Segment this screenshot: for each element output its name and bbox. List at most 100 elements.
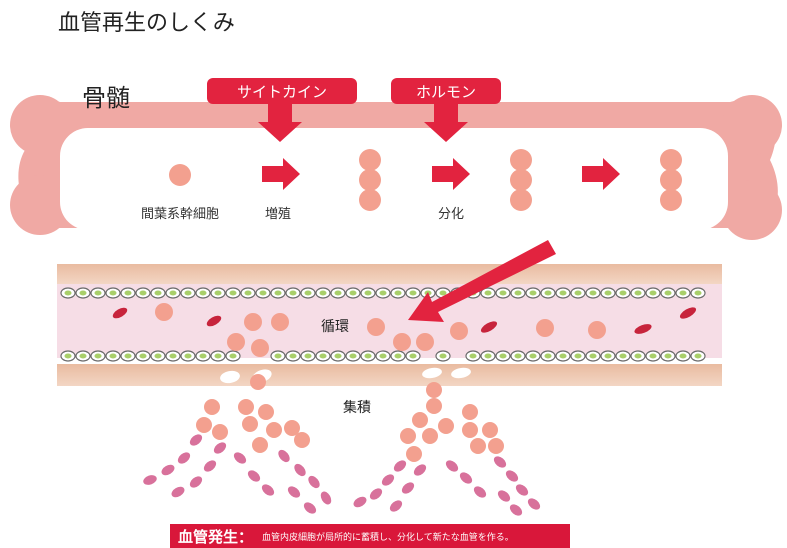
endothelial-nucleus (94, 290, 102, 296)
footer-description: 血管内皮細胞が局所的に蓄積し、分化して新たな血管を作る。 (262, 531, 514, 543)
sprout-cell (445, 460, 459, 472)
msc-label: 間葉系幹細胞 (141, 206, 219, 222)
accumulation-label: 集積 (343, 399, 371, 416)
sprout-cell (389, 500, 403, 512)
accumulated-cell (400, 428, 416, 444)
sprout-cell (473, 486, 487, 498)
endothelial-nucleus (634, 290, 642, 296)
sprout-cell (233, 452, 247, 464)
endothelial-nucleus (499, 290, 507, 296)
endothelial-nucleus (559, 290, 567, 296)
cytokine-arrow-down-icon (258, 104, 302, 142)
endothelial-nucleus (139, 290, 147, 296)
endothelial-nucleus (319, 290, 327, 296)
endothelial-nucleus (169, 290, 177, 296)
endothelial-nucleus (124, 290, 132, 296)
sprout-cell (189, 476, 203, 488)
sprout-cell (261, 484, 275, 496)
endothelial-nucleus (394, 353, 402, 359)
endothelial-nucleus (604, 353, 612, 359)
endothelial-nucleus (199, 290, 207, 296)
endothelial-nucleus (109, 290, 117, 296)
endothelial-nucleus (79, 353, 87, 359)
vessel-sprouts (143, 367, 541, 516)
sprout-cell (401, 482, 415, 494)
circulating-cells (155, 303, 606, 357)
cytokine-label: サイトカイン (237, 83, 327, 101)
endothelial-nucleus (259, 290, 267, 296)
sprout-cell (505, 470, 519, 482)
sprout-cell (308, 475, 320, 489)
hormone-arrow-down-icon (424, 104, 468, 142)
page-title: 血管再生のしくみ (58, 11, 235, 36)
circulation-label: 循環 (321, 319, 349, 335)
endothelial-nucleus (694, 353, 702, 359)
endothelial-nucleus (649, 290, 657, 296)
endothelial-nucleus (574, 290, 582, 296)
sprout-cell (493, 456, 507, 468)
sprout-cell (393, 460, 407, 472)
sprout-cell (189, 434, 203, 446)
endothelial-nucleus (499, 353, 507, 359)
accumulated-cell (252, 437, 268, 453)
sprout-cell (247, 470, 261, 482)
endothelial-nucleus (214, 353, 222, 359)
endothelial-nucleus (214, 290, 222, 296)
sprout-cell (213, 442, 227, 454)
sprout-cell (515, 484, 529, 496)
red-blood-cells (112, 307, 697, 334)
endothelial-nucleus (604, 290, 612, 296)
accumulated-cell (426, 382, 442, 398)
endothelial-nucleus (379, 353, 387, 359)
endothelial-nucleus (274, 353, 282, 359)
endothelial-nucleus (349, 290, 357, 296)
sprout-cell (509, 504, 523, 516)
endothelial-nucleus (169, 353, 177, 359)
arrow-right-icon (432, 158, 470, 190)
endothelial-nucleus (589, 353, 597, 359)
sprout-cell (413, 464, 427, 476)
sprout-cell (459, 472, 473, 484)
accumulated-cell (460, 386, 480, 398)
endothelial-nucleus (514, 290, 522, 296)
sprout-cell (287, 486, 301, 498)
endothelial-nucleus (619, 290, 627, 296)
accumulated-cell (258, 404, 274, 420)
sprout-cell (527, 498, 541, 510)
accumulated-cell (220, 370, 240, 384)
accumulated-cell (451, 367, 471, 379)
differentiated-cells (510, 149, 532, 211)
endothelial-nucleus (304, 290, 312, 296)
sprout-cell (303, 502, 317, 514)
endothelial-nucleus (229, 353, 237, 359)
endothelial-nucleus (109, 353, 117, 359)
accumulated-cell (438, 418, 454, 434)
endothelial-nucleus (439, 353, 447, 359)
endothelial-nucleus (154, 290, 162, 296)
endothelial-nucleus (229, 290, 237, 296)
accumulated-cell (266, 422, 282, 438)
endothelial-nucleus (124, 353, 132, 359)
endothelial-nucleus (139, 353, 147, 359)
endothelial-nucleus (94, 353, 102, 359)
endothelial-nucleus (544, 353, 552, 359)
blood-vessel (57, 264, 722, 386)
accumulated-cell (238, 399, 254, 415)
endothelium-top (60, 287, 706, 299)
endothelial-nucleus (694, 290, 702, 296)
endothelial-nucleus (334, 290, 342, 296)
endothelial-nucleus (364, 353, 372, 359)
endothelial-nucleus (619, 353, 627, 359)
endothelial-nucleus (529, 353, 537, 359)
msc-cell (169, 164, 191, 186)
endothelial-nucleus (334, 353, 342, 359)
bone-marrow-cavity (60, 128, 728, 230)
endothelial-nucleus (469, 353, 477, 359)
proliferating-cells (359, 149, 381, 211)
accumulated-cell (204, 399, 220, 415)
endothelial-nucleus (64, 290, 72, 296)
migration-arrow-icon (408, 240, 556, 322)
sprout-cell (177, 452, 191, 464)
endothelial-nucleus (664, 353, 672, 359)
